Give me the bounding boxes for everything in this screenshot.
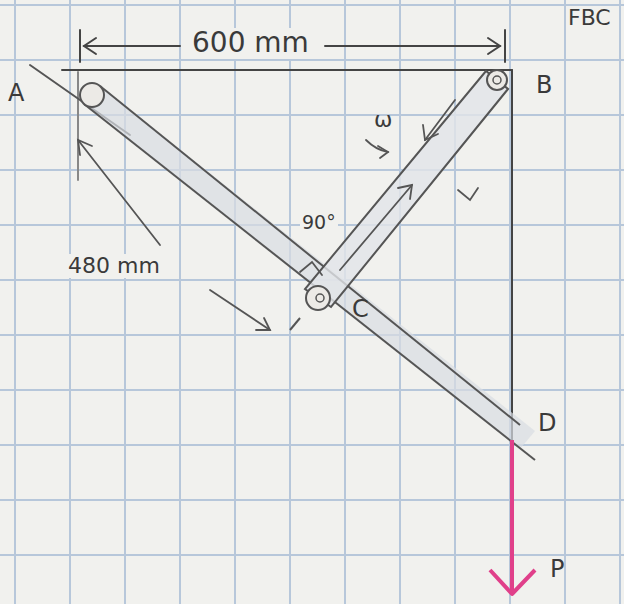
force-arrow [340, 185, 412, 270]
pin-a [80, 83, 104, 107]
angle-label: 90° [300, 212, 338, 233]
dimension-leader [78, 140, 160, 245]
dimension-tick [79, 30, 81, 62]
force-arrowhead [423, 125, 438, 140]
pin-c [306, 286, 330, 310]
load-label: P [548, 556, 566, 582]
dimension-line [325, 45, 500, 47]
right-angle-mark [300, 262, 322, 275]
dimension-leader [210, 290, 270, 330]
dimension-tick [290, 318, 300, 330]
pin-b-center [493, 76, 501, 84]
bar-ad-edge [84, 104, 535, 460]
bar-bc [305, 71, 508, 307]
point-label: C [350, 296, 371, 322]
force-label: FBC [566, 6, 613, 30]
dimension-label: 480 mm [66, 254, 162, 278]
load-arrow [510, 440, 514, 594]
force-arrowhead [458, 188, 478, 200]
dimension-arrow [488, 38, 500, 54]
reference-line [77, 72, 79, 180]
rotation-arrowhead [378, 146, 388, 158]
load-arrowhead [490, 570, 535, 594]
point-label: D [536, 410, 558, 436]
dimension-arrowhead [78, 140, 92, 155]
force-arrowhead [398, 185, 412, 199]
dimension-label: 600 mm [190, 28, 311, 59]
pin-c-center [316, 294, 324, 302]
frame-line [511, 70, 513, 440]
dimension-line [84, 45, 180, 47]
pin-b [487, 70, 507, 90]
dimension-arrow [84, 38, 96, 54]
dimension-arrowhead [256, 318, 270, 330]
dimension-tick [504, 30, 506, 62]
point-label: A [6, 80, 26, 106]
frame-line [62, 69, 512, 71]
point-label: B [534, 72, 554, 98]
rotation-label: ω [372, 108, 394, 132]
force-arrow [425, 100, 455, 140]
